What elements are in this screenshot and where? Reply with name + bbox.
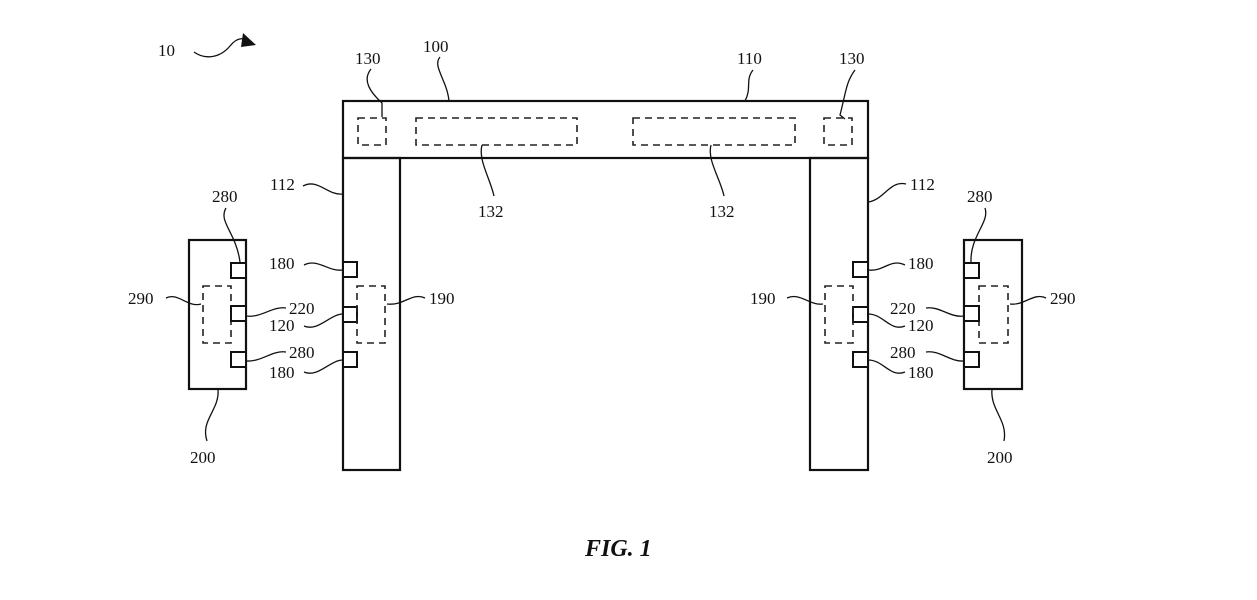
label-right-dev-contact-mid: 120 [908,316,934,335]
leader-sensor-top-right [839,69,856,120]
leader-right-dev-circuit [786,295,824,305]
label-right-acc-contact-top: 280 [967,187,993,206]
label-left-acc-contact-bot: 280 [289,343,315,362]
device-contact-mid-left [342,306,358,323]
leader-leg-right [867,182,907,203]
figure-caption: FIG. 1 [584,536,652,562]
device-contact-mid-right [852,306,869,323]
leader-left-dev-contact-bot [303,359,344,374]
label-sensor-top-right: 130 [839,49,865,68]
sensor-top-right [823,117,853,146]
label-right-acc-contact-mid: 220 [890,299,916,318]
leader-leg-left [302,183,344,195]
leader-right-accessory [991,388,1006,442]
accessory-contact-top-left [230,262,247,279]
device-contact-top-right [852,261,869,278]
label-sensor-top-left: 130 [355,49,381,68]
leader-left-dev-contact-top [303,262,344,271]
label-left-dev-contact-top: 180 [269,254,295,273]
device-circuit-left [356,285,386,344]
leader-left-accessory [204,388,219,442]
leader-left-dev-circuit [386,295,426,305]
label-top-band: 110 [737,49,762,68]
device-circuit-right [824,285,854,344]
leader-module-left [480,144,495,197]
label-right-accessory: 200 [987,448,1013,467]
label-left-acc-contact-mid: 220 [289,299,315,318]
leader-left-acc-contact-top [223,207,241,263]
label-left-dev-contact-bot: 180 [269,363,295,382]
label-left-acc-circuit: 290 [128,289,154,308]
module-right [632,117,796,146]
leader-left-acc-circuit [165,296,202,306]
device-contact-top-left [342,261,358,278]
leader-right-acc-contact-bot [925,351,965,362]
leader-right-acc-contact-mid [925,307,965,317]
leader-left-acc-contact-bot [245,351,287,362]
accessory-contact-bot-right [963,351,980,368]
label-module-right: 132 [709,202,735,221]
leader-top-band [744,69,754,102]
label-right-dev-circuit: 190 [750,289,776,308]
accessory-circuit-right [978,285,1009,344]
label-module-left: 132 [478,202,504,221]
accessory-contact-bot-left [230,351,247,368]
leader-right-dev-contact-bot [867,359,906,374]
label-leg-right: 112 [910,175,935,194]
label-left-dev-contact-mid: 120 [269,316,295,335]
right-assembly: 280 290 220 280 180 120 180 190 200 [750,187,1076,467]
label-right-acc-contact-bot: 280 [890,343,916,362]
accessory-circuit-left [202,285,232,344]
leader-right-dev-contact-mid [867,313,906,328]
top-band [341,99,870,160]
accessory-contact-mid-left [230,305,247,322]
leader-right-dev-contact-top [867,262,906,271]
label-right-dev-contact-top: 180 [908,254,934,273]
sensor-top-left [357,117,387,146]
device-contact-bot-left [342,351,358,368]
leader-device [437,56,450,102]
label-right-dev-contact-bot: 180 [908,363,934,382]
label-left-acc-contact-top: 280 [212,187,238,206]
accessory-contact-mid-right [963,305,980,322]
leader-right-acc-circuit [1009,295,1047,305]
arrowhead-icon [241,33,256,47]
accessory-contact-top-right [963,262,980,279]
label-left-accessory: 200 [190,448,216,467]
device-contact-bot-right [852,351,869,368]
label-right-acc-circuit: 290 [1050,289,1076,308]
label-device: 100 [423,37,449,56]
left-assembly: 280 290 220 280 180 120 180 190 200 [128,187,455,467]
leader-module-right [709,144,725,197]
leader-sensor-top-left [366,68,383,117]
module-left [415,117,578,146]
leader-left-acc-contact-mid [245,307,287,317]
label-left-dev-circuit: 190 [429,289,455,308]
label-system: 10 [158,41,175,60]
leader-right-acc-contact-top [970,207,987,263]
leader-left-dev-contact-mid [303,313,344,328]
label-leg-left: 112 [270,175,295,194]
